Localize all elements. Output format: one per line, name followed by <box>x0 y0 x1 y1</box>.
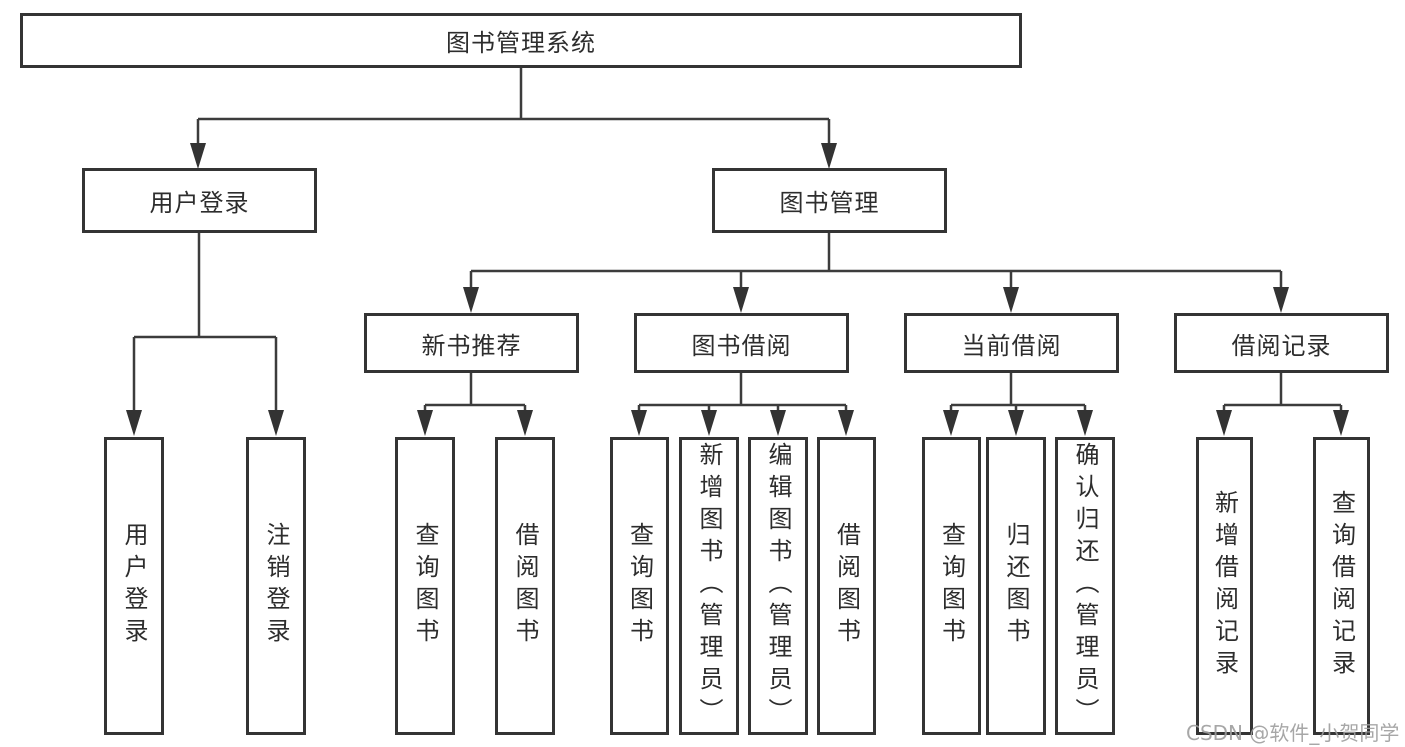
node-book-management: 图书管理 <box>712 168 947 233</box>
node-user-login-leaf: 用户登录 <box>104 437 164 735</box>
node-borrow-books-leaf: 借阅图书 <box>817 437 876 735</box>
node-query-borrow-record-label: 查询借阅记录 <box>1327 490 1356 682</box>
node-add-books-admin: 新增图书（管理员） <box>679 437 739 735</box>
node-return-books-label: 归还图书 <box>1002 522 1030 650</box>
csdn-watermark: CSDN @软件_小贺同学 <box>1186 721 1400 745</box>
node-book-management-system: 图书管理系统 <box>20 13 1022 68</box>
node-borrow-books-recommend-label: 借阅图书 <box>511 522 539 650</box>
node-edit-books-admin-label: 编辑图书（管理员） <box>764 442 792 730</box>
node-query-books-recommend: 查询图书 <box>395 437 455 735</box>
node-logout-label: 注销登录 <box>262 522 290 650</box>
node-book-management-system-label: 图书管理系统 <box>446 29 596 57</box>
node-new-book-recommend: 新书推荐 <box>364 313 579 373</box>
node-book-borrowing: 图书借阅 <box>634 313 849 373</box>
node-query-books-current: 查询图书 <box>922 437 981 735</box>
node-return-books: 归还图书 <box>986 437 1046 735</box>
node-borrowing-records: 借阅记录 <box>1174 313 1389 373</box>
node-add-borrow-record-label: 新增借阅记录 <box>1210 490 1239 682</box>
node-logout: 注销登录 <box>246 437 306 735</box>
node-user-login: 用户登录 <box>82 168 317 233</box>
node-query-books-current-label: 查询图书 <box>937 522 966 650</box>
node-user-login-label: 用户登录 <box>149 189 250 217</box>
node-add-borrow-record: 新增借阅记录 <box>1196 437 1253 735</box>
node-user-login-leaf-label: 用户登录 <box>120 522 148 650</box>
node-current-borrowing: 当前借阅 <box>904 313 1119 373</box>
node-book-management-label: 图书管理 <box>779 189 880 217</box>
node-edit-books-admin: 编辑图书（管理员） <box>748 437 808 735</box>
node-confirm-return-admin: 确认归还（管理员） <box>1055 437 1115 735</box>
node-new-book-recommend-label: 新书推荐 <box>421 331 522 360</box>
node-confirm-return-admin-label: 确认归还（管理员） <box>1071 442 1099 730</box>
node-borrowing-records-label: 借阅记录 <box>1231 331 1332 360</box>
node-query-books-recommend-label: 查询图书 <box>411 522 439 650</box>
node-borrow-books-leaf-label: 借阅图书 <box>832 522 861 650</box>
node-book-borrowing-label: 图书借阅 <box>691 331 792 360</box>
node-query-books-borrow: 查询图书 <box>610 437 669 735</box>
node-borrow-books-recommend: 借阅图书 <box>495 437 555 735</box>
node-query-borrow-record: 查询借阅记录 <box>1313 437 1370 735</box>
node-add-books-admin-label: 新增图书（管理员） <box>695 442 723 730</box>
node-query-books-borrow-label: 查询图书 <box>625 522 654 650</box>
node-current-borrowing-label: 当前借阅 <box>961 331 1062 360</box>
